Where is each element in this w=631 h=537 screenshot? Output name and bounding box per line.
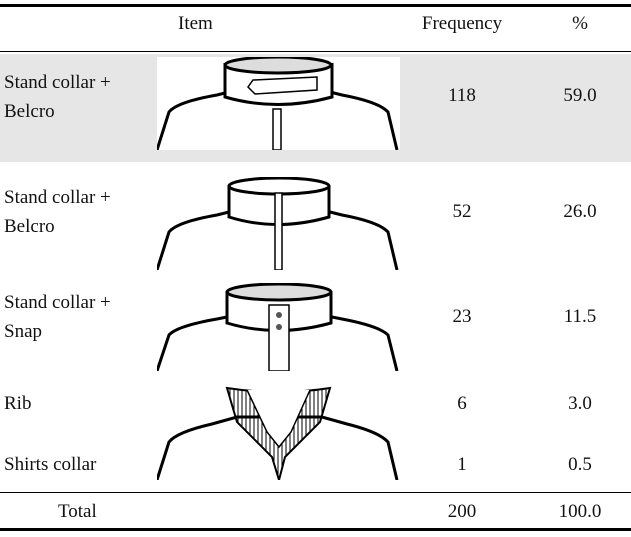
item-label: Stand collar +Belcro xyxy=(4,72,111,122)
frequency-cell: 52 xyxy=(452,201,472,222)
header-item: Item xyxy=(178,13,213,34)
header-percent: % xyxy=(572,13,588,34)
item-label: Rib xyxy=(4,393,32,414)
frequency-cell: 118 xyxy=(448,85,476,106)
frequency-cell: 1 xyxy=(457,454,467,475)
frequency-cell: 6 xyxy=(457,393,467,414)
percent-cell: 3.0 xyxy=(568,393,592,414)
percent-cell: 59.0 xyxy=(563,85,597,106)
item-label: Stand collar +Snap xyxy=(4,292,111,342)
total-rule xyxy=(0,492,631,493)
bottom-rule xyxy=(0,528,631,531)
stand-collar-velcro-jacket-image xyxy=(157,57,400,150)
item-label: Stand collar +Belcro xyxy=(4,187,111,237)
stand-collar-zip-jacket-image xyxy=(157,177,399,270)
header-frequency: Frequency xyxy=(421,13,503,34)
item-label: Shirts collar xyxy=(4,454,97,475)
percent-cell: 0.5 xyxy=(568,454,592,475)
header-rule xyxy=(0,51,631,52)
total-percent: 100.0 xyxy=(558,501,602,522)
stand-collar-snap-jacket-image xyxy=(157,283,399,371)
percent-cell: 11.5 xyxy=(563,306,597,327)
rib-collar-jacket-image xyxy=(157,386,399,480)
percent-cell: 26.0 xyxy=(563,201,597,222)
total-frequency: 200 xyxy=(447,501,477,522)
frequency-cell: 23 xyxy=(452,306,472,327)
top-rule xyxy=(0,4,631,7)
total-label: Total xyxy=(58,501,97,522)
